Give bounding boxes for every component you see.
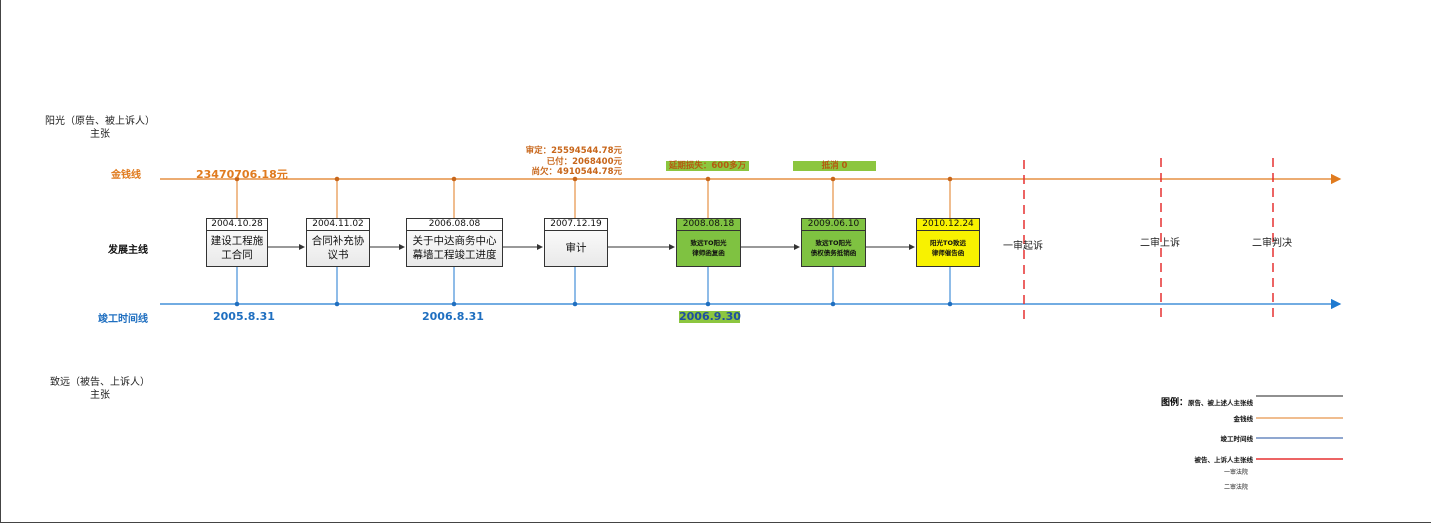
delay-loss-highlight: 延期损失：600多万 xyxy=(666,161,749,171)
legend-title: 图例： xyxy=(1160,398,1188,408)
stage-second-judgment: 二审判决 xyxy=(1252,238,1292,249)
stage-first-instance: 一审起诉 xyxy=(1003,241,1043,252)
stage-second-appeal: 二审上诉 xyxy=(1140,238,1180,249)
event-box[interactable]: 2008.08.18 致远TO阳光 律师函复函 xyxy=(676,218,741,267)
plaintiff-label: 阳光（原告、被上诉人）主张 xyxy=(45,116,155,140)
event-box[interactable]: 2004.10.28 建设工程施 工合同 xyxy=(206,218,268,267)
money-row-label: 金钱线 xyxy=(111,170,141,181)
event-text: 审计 xyxy=(565,242,587,254)
event-box[interactable]: 2009.06.10 致远TO阳光 债权债务抵销函 xyxy=(801,218,866,267)
event-text: 致远TO阳光 债权债务抵销函 xyxy=(810,239,857,257)
event-box[interactable]: 2007.12.19 审计 xyxy=(544,218,608,267)
legend-court-1: 一审法院 xyxy=(1223,469,1248,476)
event-date: 2009.06.10 xyxy=(802,219,865,231)
event-text: 关于中达商务中心 幕墙工程竣工进度 xyxy=(412,235,497,261)
event-box[interactable]: 2004.11.02 合同补充协 议书 xyxy=(306,218,370,267)
offset-highlight: 抵消 0 xyxy=(793,161,876,171)
event-text: 合同补充协 议书 xyxy=(311,235,365,261)
money-amount: 23470706.18元 xyxy=(196,168,288,181)
completion-date-2: 2006.8.31 xyxy=(422,310,484,323)
legend-item: 竣工时间线 xyxy=(1220,435,1254,443)
event-date: 2008.08.18 xyxy=(677,219,740,231)
main-row-label: 发展主线 xyxy=(108,245,148,256)
event-text: 建设工程施 工合同 xyxy=(210,235,264,261)
event-date: 2006.08.08 xyxy=(407,219,502,231)
completion-date-1: 2005.8.31 xyxy=(213,310,275,323)
audit-note: 审定：25594544.78元 已付：2068400元 尚欠：4910544.7… xyxy=(525,146,622,177)
event-box[interactable]: 2006.08.08 关于中达商务中心 幕墙工程竣工进度 xyxy=(406,218,503,267)
event-date: 2004.11.02 xyxy=(307,219,369,231)
event-box[interactable]: 2010.12.24 阳光TO致远 律师催告函 xyxy=(916,218,980,267)
legend-item: 被告、上诉人主张线 xyxy=(1194,456,1254,464)
legend-court-2: 二审法院 xyxy=(1223,484,1248,491)
completion-date-3: 2006.9.30 xyxy=(679,310,741,323)
defendant-label: 致远（被告、上诉人）主张 xyxy=(50,377,150,401)
legend-item: 金钱线 xyxy=(1233,415,1254,423)
event-date: 2004.10.28 xyxy=(207,219,267,231)
event-text: 致远TO阳光 律师函复函 xyxy=(690,239,727,257)
legend-item: 原告、被上述人主张线 xyxy=(1188,399,1253,407)
completion-row-label: 竣工时间线 xyxy=(98,314,148,325)
legend-row: 图例：原告、被上述人主张线 xyxy=(1125,390,1253,409)
event-date: 2010.12.24 xyxy=(917,219,979,231)
event-text: 阳光TO致远 律师催告函 xyxy=(930,239,966,257)
event-date: 2007.12.19 xyxy=(545,219,607,231)
